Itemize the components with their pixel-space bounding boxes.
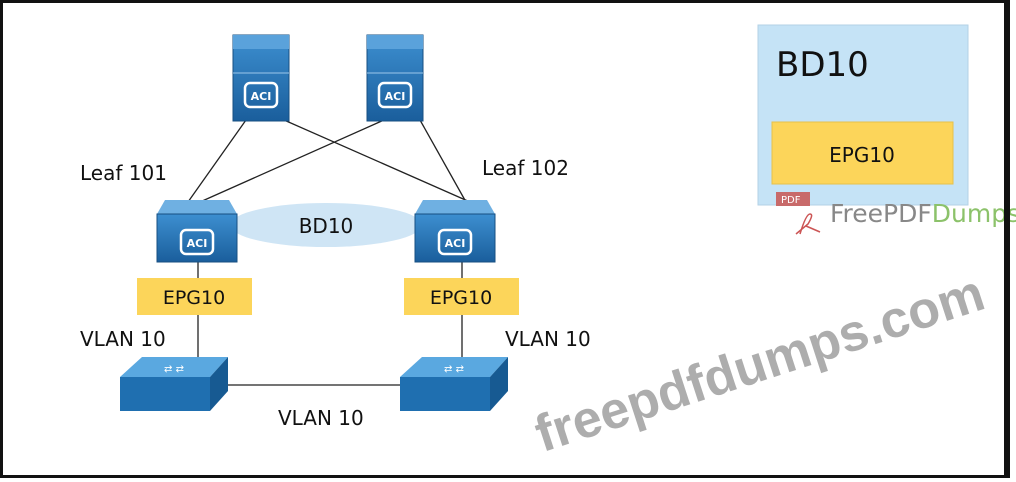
- leaf-switch-102: [414, 200, 496, 263]
- svg-text:FreePDFDumps: FreePDFDumps: [830, 199, 1016, 228]
- link-spine2-leaf101: [199, 119, 385, 203]
- bd10-ellipse: [230, 203, 422, 247]
- vlan-label-left: VLAN 10: [80, 327, 166, 351]
- arrows-icon: ⇄ ⇄: [164, 364, 184, 375]
- link-spine2-leaf102: [419, 119, 467, 203]
- link-spine1-leaf102: [283, 119, 471, 203]
- legend-bd10-title: BD10: [776, 45, 869, 85]
- leaf-switch-101: [156, 200, 238, 263]
- epg10-box-left: [137, 278, 252, 315]
- logo-text-freepdf: FreePDF: [830, 199, 932, 228]
- epg10-box-right: [404, 278, 519, 315]
- legend-epg10-label: EPG10: [829, 143, 895, 167]
- legend-epg10-box: [771, 121, 954, 185]
- spine-switch-1: [232, 34, 290, 122]
- access-switch-left: ⇄ ⇄: [120, 357, 228, 411]
- spine-switch-2: [366, 34, 424, 122]
- leaf102-label: Leaf 102: [482, 156, 569, 180]
- epg10-label-left: EPG10: [163, 287, 225, 309]
- vlan-label-bottom: VLAN 10: [278, 406, 364, 430]
- logo-text-dumps: Dumps: [932, 199, 1016, 228]
- svg-text:PDF: PDF: [781, 195, 801, 206]
- link-spine1-leaf101: [187, 119, 247, 203]
- freepdfdumps-logo: PDF FreePDFDumps: [776, 192, 1016, 235]
- acrobat-icon: [795, 213, 821, 235]
- leaf101-label: Leaf 101: [80, 161, 167, 185]
- arrows-icon: ⇄ ⇄: [444, 364, 464, 375]
- epg10-label-right: EPG10: [430, 287, 492, 309]
- bd10-label: BD10: [299, 214, 354, 238]
- access-switch-right: ⇄ ⇄: [400, 357, 508, 411]
- vlan-label-right: VLAN 10: [505, 327, 591, 351]
